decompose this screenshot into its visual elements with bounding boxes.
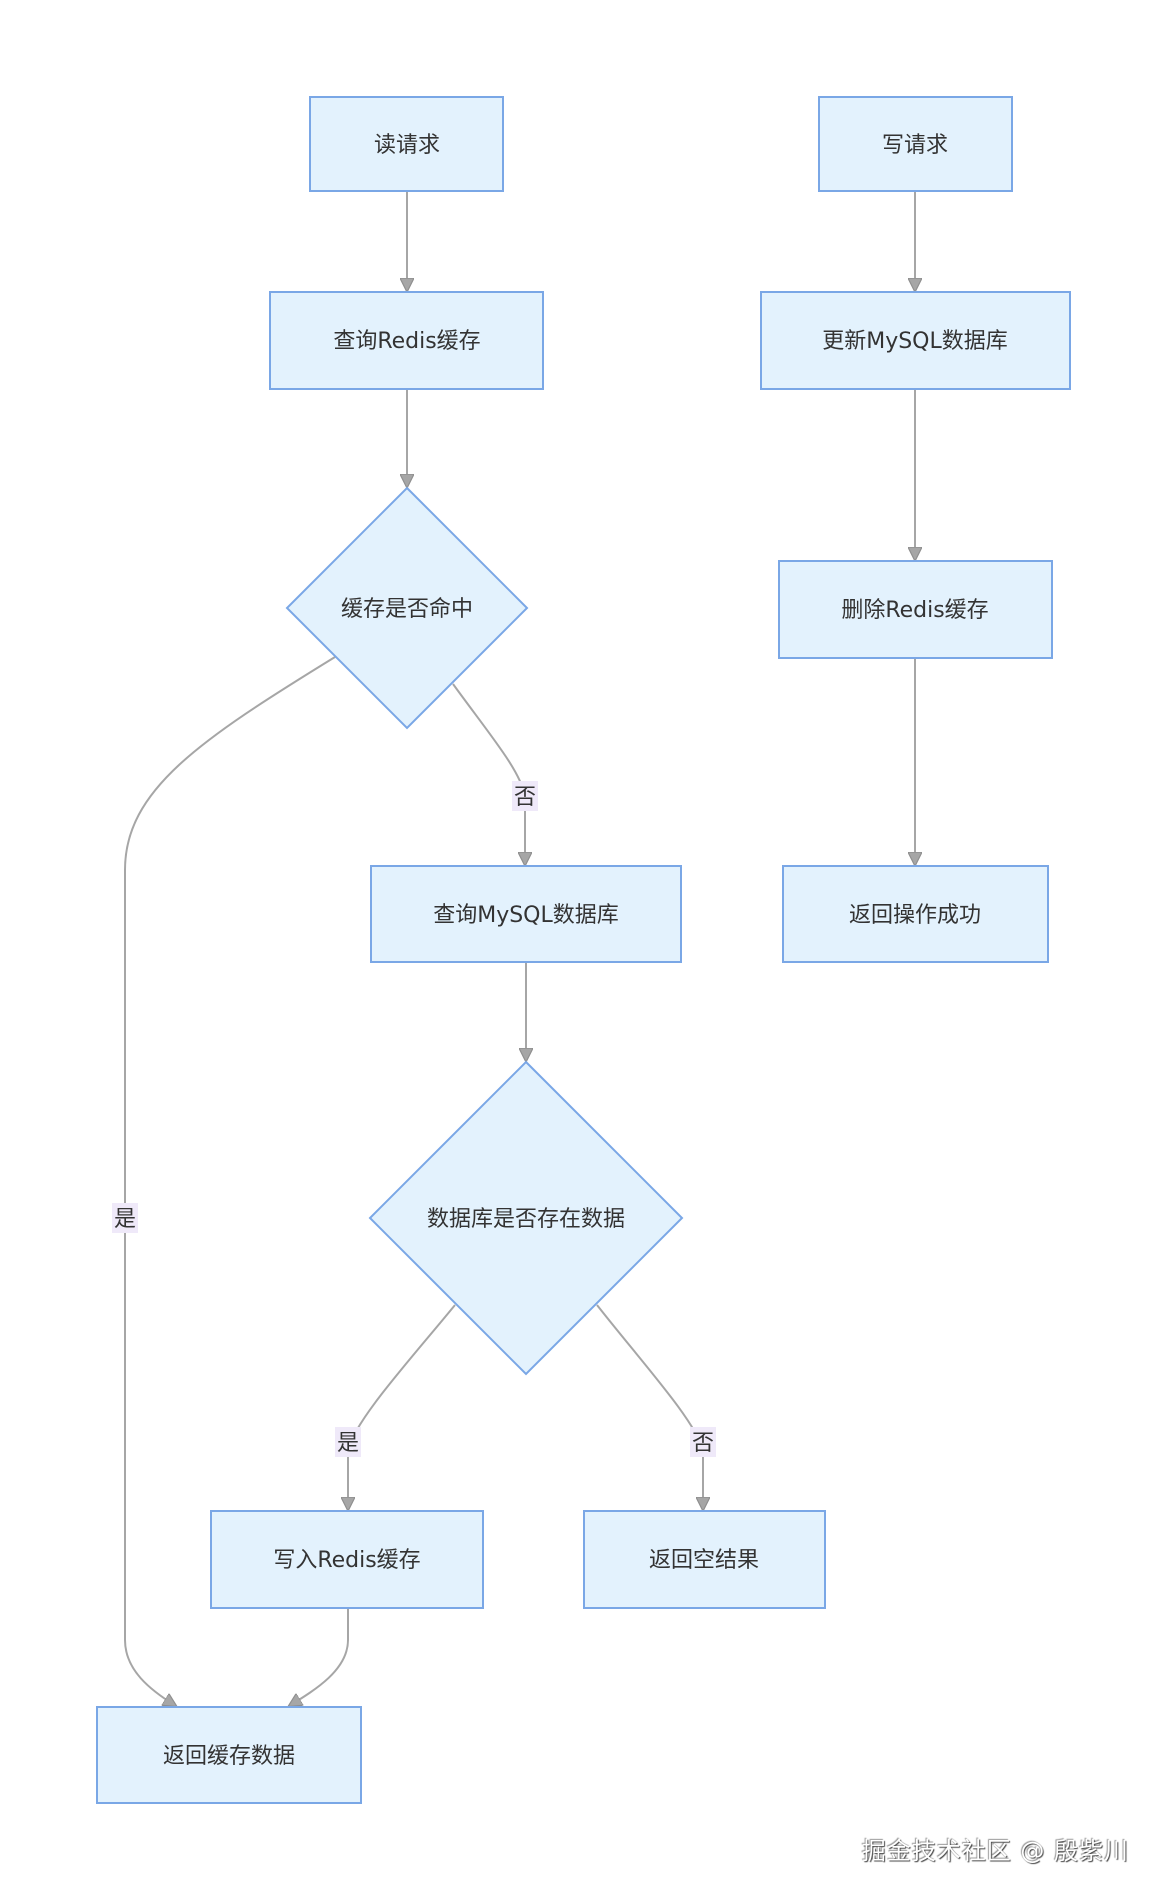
edge-label-cache-hit-no: 否: [512, 781, 538, 811]
node-label: 缓存是否命中: [341, 597, 473, 622]
edge-write-redis-to-return: [289, 1608, 349, 1706]
node-label: 查询Redis缓存: [333, 329, 480, 354]
decision-cache-hit[interactable]: 缓存是否命中: [285, 486, 529, 730]
node-label: 返回操作成功: [849, 903, 981, 928]
edge-label-text: 是: [114, 1207, 136, 1232]
node-delete-redis[interactable]: 删除Redis缓存: [778, 560, 1053, 659]
edges: [124, 191, 915, 1706]
node-return-cache-data[interactable]: 返回缓存数据: [96, 1706, 362, 1804]
edge-db-yes: [348, 1304, 456, 1510]
node-return-success[interactable]: 返回操作成功: [782, 865, 1049, 963]
node-label: 读请求: [374, 133, 440, 158]
edge-label-text: 否: [514, 785, 536, 810]
node-label: 写入Redis缓存: [273, 1548, 420, 1573]
edge-label-text: 否: [692, 1431, 714, 1456]
node-read-request[interactable]: 读请求: [309, 96, 504, 192]
node-write-redis[interactable]: 写入Redis缓存: [210, 1510, 484, 1609]
edge-cache-hit-no: [452, 683, 525, 865]
edge-label-db-yes: 是: [335, 1427, 361, 1457]
node-label: 更新MySQL数据库: [822, 329, 1008, 354]
edge-label-db-no: 否: [690, 1427, 716, 1457]
node-label: 删除Redis缓存: [841, 598, 988, 623]
node-write-request[interactable]: 写请求: [818, 96, 1013, 192]
watermark: 掘金技术社区 @ 殷紫川: [861, 1837, 1129, 1865]
node-return-empty[interactable]: 返回空结果: [583, 1510, 826, 1609]
node-label: 查询MySQL数据库: [433, 903, 619, 928]
node-label: 数据库是否存在数据: [427, 1207, 625, 1232]
node-label: 写请求: [882, 133, 948, 158]
edge-cache-hit-yes: [124, 656, 336, 1706]
node-query-mysql[interactable]: 查询MySQL数据库: [370, 865, 682, 963]
edge-label-text: 是: [337, 1431, 359, 1456]
node-label: 返回缓存数据: [163, 1744, 295, 1769]
node-query-redis[interactable]: 查询Redis缓存: [269, 291, 544, 390]
node-label: 返回空结果: [649, 1548, 759, 1573]
edge-db-no: [596, 1304, 703, 1510]
node-update-mysql[interactable]: 更新MySQL数据库: [760, 291, 1071, 390]
edge-label-cache-hit-yes: 是: [112, 1203, 138, 1233]
decision-db-has-data[interactable]: 数据库是否存在数据: [368, 1060, 684, 1376]
